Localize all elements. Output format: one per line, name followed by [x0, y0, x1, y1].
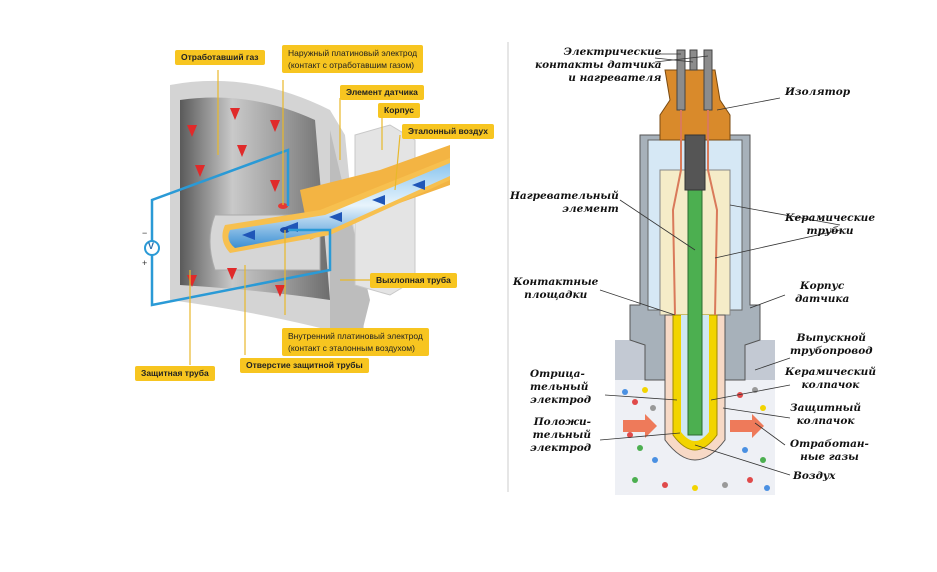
- label-heater-line1: Нагревательный: [510, 190, 619, 202]
- minus-sign: −: [142, 228, 148, 238]
- label-pos-electrode-line3: электрод: [530, 442, 592, 454]
- label-contacts-line3: и нагревателя: [568, 72, 662, 84]
- reference-air-channel: [228, 163, 450, 248]
- label-exhaust-gas: Отработавший газ: [175, 50, 265, 65]
- label-exhaust-gases: Отработан- ные газы: [790, 438, 869, 464]
- voltmeter-label: V: [148, 241, 155, 251]
- label-insulator: Изолятор: [785, 86, 851, 98]
- cutaway-illustration: [144, 70, 450, 365]
- label-inner-electrode-line1: Внутренний платиновый электрод: [288, 331, 423, 341]
- label-electrical-contacts: Электрические контакты датчика и нагрева…: [535, 46, 662, 85]
- label-neg-electrode-line3: электрод: [530, 394, 592, 406]
- label-sensor-body: Корпус датчика: [795, 280, 849, 306]
- divider: [507, 42, 509, 492]
- label-pos-electrode-line2: тельный: [532, 429, 592, 441]
- label-sensor-body-line2: датчика: [795, 293, 850, 305]
- label-contacts-line1: Электрические: [563, 46, 662, 58]
- label-manifold-line1: Выпускной: [796, 332, 866, 344]
- label-heating-element: Нагревательный элемент: [510, 190, 619, 216]
- label-contact-pads: Контактные площадки: [513, 276, 598, 302]
- insulator: [659, 69, 731, 141]
- label-protective-cap-line2: колпачок: [796, 415, 855, 427]
- label-outer-electrode: Наружный платиновый электрод (контакт с …: [282, 45, 424, 73]
- label-heater-line2: элемент: [562, 203, 619, 215]
- label-protective-tube: Защитная труба: [135, 366, 215, 381]
- label-ceramic-cap-line2: колпачок: [801, 379, 860, 391]
- label-contact-pads-line1: Контактные: [513, 276, 599, 288]
- label-outer-electrode-line1: Наружный платиновый электрод: [288, 48, 418, 58]
- gas-in-arrow: [623, 414, 657, 438]
- label-air: Воздух: [793, 470, 836, 482]
- label-protective-cap: Защитный колпачок: [790, 402, 861, 428]
- label-neg-electrode-line1: Отрица-: [530, 368, 585, 380]
- label-ceramic-cap: Керамический колпачок: [785, 366, 876, 392]
- label-protective-cap-line1: Защитный: [790, 402, 862, 414]
- label-exhaust-line2: ные газы: [800, 451, 859, 463]
- heating-element: [687, 189, 703, 436]
- gas-out-arrow: [730, 414, 764, 438]
- label-negative-electrode: Отрица- тельный электрод: [530, 368, 591, 407]
- label-pos-electrode-line1: Положи-: [533, 416, 592, 428]
- label-ceramic-cap-line1: Керамический: [785, 366, 876, 378]
- label-reference-air: Эталонный воздух: [402, 124, 495, 139]
- label-ceramic-tubes-line2: трубки: [806, 225, 854, 237]
- label-neg-electrode-line2: тельный: [530, 381, 589, 393]
- label-outer-electrode-line2: (контакт с отработавшим газом): [288, 60, 415, 70]
- label-inner-electrode-line2: (контакт с эталонным воздухом): [288, 343, 415, 353]
- lambda-sensor-section-diagram: Электрические контакты датчика и нагрева…: [505, 40, 905, 495]
- label-manifold-line2: трубопровод: [790, 345, 873, 357]
- label-exhaust-pipe: Выхлопная труба: [370, 273, 457, 288]
- label-sensor-element: Элемент датчика: [340, 85, 424, 100]
- label-inner-electrode: Внутренний платиновый электрод (контакт …: [282, 328, 429, 356]
- plus-sign: +: [142, 258, 148, 268]
- label-contact-pads-line2: площадки: [524, 289, 588, 301]
- voltmeter-wire: [150, 148, 332, 307]
- voltmeter-icon: [144, 240, 160, 256]
- label-ceramic-tubes: Керамические трубки: [785, 212, 875, 238]
- label-ceramic-tubes-line1: Керамические: [785, 212, 875, 224]
- label-exhaust-manifold: Выпускной трубопровод: [790, 332, 873, 358]
- outer-electrode-dot: [278, 203, 288, 209]
- label-protective-tube-hole: Отверстие защитной трубы: [240, 358, 369, 373]
- exhaust-gas-arrows: [187, 108, 285, 297]
- label-housing: Корпус: [378, 103, 420, 118]
- label-positive-electrode: Положи- тельный электрод: [530, 416, 591, 455]
- section-illustration: [599, 49, 841, 495]
- lambda-sensor-cutaway-diagram: Отработавший газ Наружный платиновый эле…: [130, 40, 495, 381]
- label-sensor-body-line1: Корпус: [800, 280, 845, 292]
- label-contacts-line2: контакты датчика: [535, 59, 662, 71]
- label-exhaust-line1: Отработан-: [790, 438, 869, 450]
